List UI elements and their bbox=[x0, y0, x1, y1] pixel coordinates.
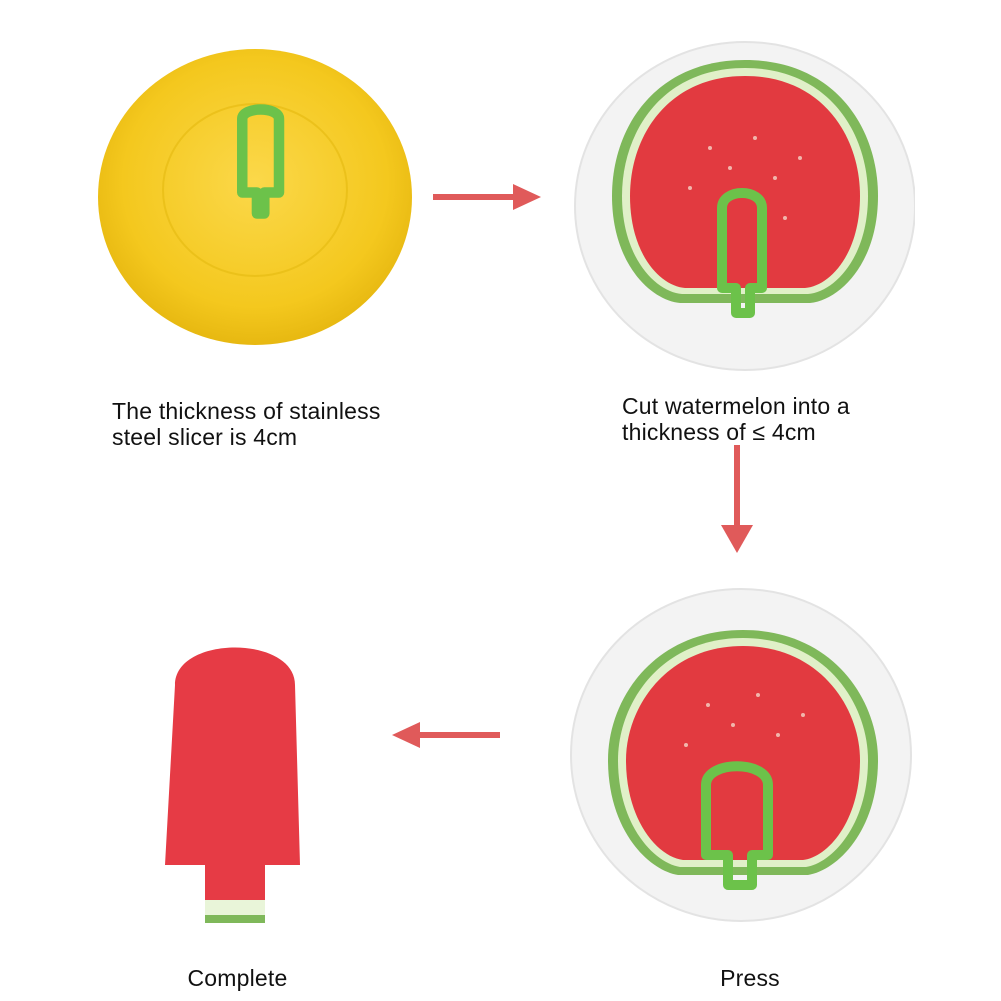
caption-line: steel slicer is 4cm bbox=[112, 424, 298, 450]
arrow-down-icon bbox=[721, 445, 753, 553]
step1-caption: The thickness of stainless steel slicer … bbox=[112, 398, 381, 450]
popsicle-cutter-icon bbox=[236, 104, 285, 219]
step3-caption: Press bbox=[720, 965, 780, 991]
step3-press-plate bbox=[568, 585, 913, 925]
caption-line: thickness of ≤ 4cm bbox=[622, 419, 816, 445]
caption-line: The thickness of stainless bbox=[112, 398, 381, 424]
caption-line: Cut watermelon into a bbox=[622, 393, 850, 419]
arrow-left-icon bbox=[392, 722, 500, 748]
arrow-right-icon bbox=[433, 184, 541, 210]
step2-caption: Cut watermelon into a thickness of ≤ 4cm bbox=[622, 393, 850, 445]
yellow-plate-illustration bbox=[98, 49, 412, 345]
step1-yellow-plate bbox=[95, 45, 420, 350]
step4-watermelon-popsicle bbox=[155, 625, 315, 930]
watermelon-plate-illustration bbox=[574, 41, 915, 371]
popsicle-cutter-icon bbox=[717, 188, 767, 318]
popsicle-cutter-icon bbox=[701, 761, 773, 890]
watermelon-popsicle-illustration bbox=[165, 647, 300, 923]
watermelon-press-illustration bbox=[570, 588, 912, 922]
step2-watermelon-plate bbox=[570, 38, 915, 373]
step4-caption: Complete bbox=[187, 965, 288, 991]
